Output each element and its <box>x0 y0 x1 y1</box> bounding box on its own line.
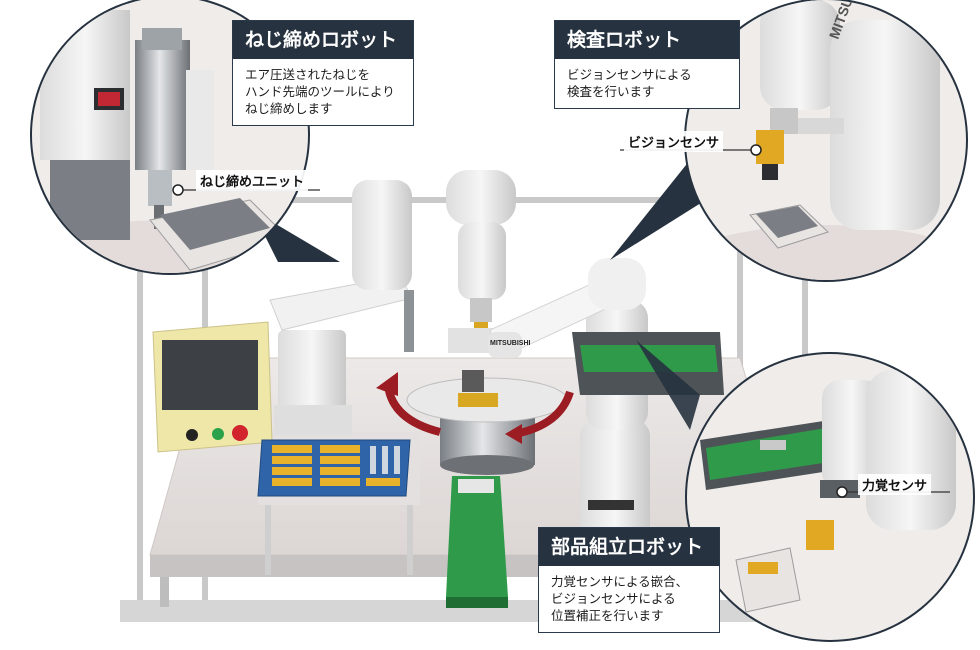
control-panel <box>152 321 273 453</box>
panel-button-black <box>186 429 198 441</box>
force-sensor-label: 力覚センサ <box>858 474 932 495</box>
assembly-robot-title: 部品組立ロボット <box>539 528 719 566</box>
arrow-head-right <box>505 424 522 444</box>
assembly-robot-logo: MITSUBISHI <box>490 340 531 347</box>
screw-robot-callout: ねじ締めロボット エア圧送されたねじを ハンド先端のツールにより ねじ締めします <box>232 20 414 126</box>
panel-button-green <box>212 428 224 440</box>
vision-sensor-label: ビジョンセンサ <box>624 131 724 152</box>
rotary-table <box>406 370 568 475</box>
screw-unit-label: ねじ締めユニット <box>196 170 309 191</box>
inspection-robot-small <box>446 170 516 353</box>
screw-robot-title: ねじ締めロボット <box>233 21 413 59</box>
inspection-robot-description: ビジョンセンサによる 検査を行います <box>567 67 692 99</box>
inspection-robot-title: 検査ロボット <box>555 21 739 59</box>
arrow-head-left <box>376 372 398 396</box>
output-conveyor <box>446 476 508 608</box>
scara-robot <box>269 180 414 435</box>
inspection-robot-callout: 検査ロボット ビジョンセンサによる 検査を行います <box>554 20 740 109</box>
side-conveyor <box>572 332 724 395</box>
assembly-robot-description: 力覚センサによる嵌合、 ビジョンセンサによる 位置補正を行います <box>551 574 689 623</box>
parts-tray <box>257 439 411 497</box>
screw-robot-description: エア圧送されたねじを ハンド先端のツールにより ねじ締めします <box>245 67 395 116</box>
panel-button-red <box>232 425 248 441</box>
inspection-robot-magnifier: MITSU <box>610 0 968 282</box>
assembly-robot-callout: 部品組立ロボット 力覚センサによる嵌合、 ビジョンセンサによる 位置補正を行いま… <box>538 527 720 633</box>
leader-dots <box>172 144 848 498</box>
